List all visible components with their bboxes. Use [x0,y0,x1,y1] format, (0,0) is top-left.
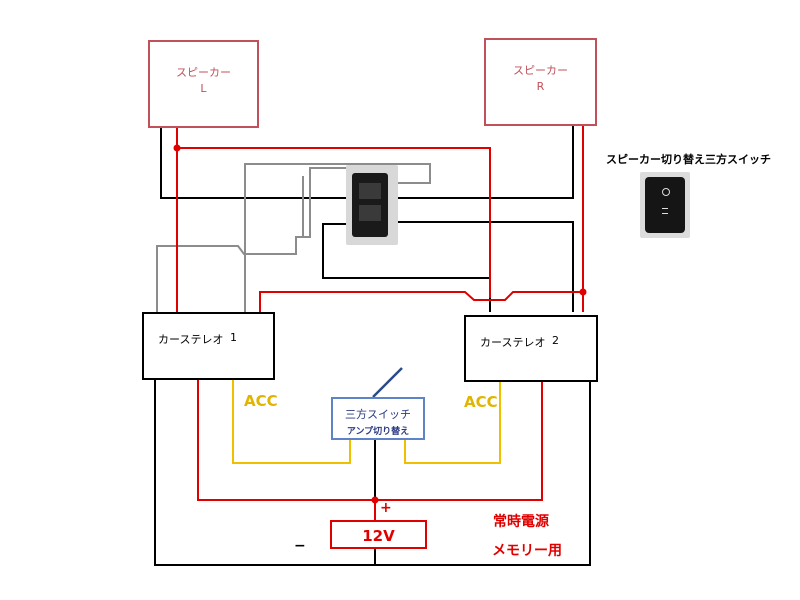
speaker-left-box: スピーカー L [148,40,259,128]
three-way-switch-title: 三方スイッチ [345,408,411,421]
selector-switch-caption: スピーカー切り替え三方スイッチ [606,153,771,166]
speaker-selector-switch-image [346,165,398,245]
car-stereo-1-number: 1 [230,331,237,344]
acc-wires [232,380,501,464]
junction-dot [579,288,587,296]
switch-lever [372,367,403,398]
red-wires [176,125,584,520]
junction-dot [371,496,379,504]
gray-wires [156,163,431,312]
battery-12v: 12V [330,520,427,549]
black-wires [154,125,591,566]
battery-plus: + [380,500,392,516]
battery-label: 12V [362,527,395,545]
acc-label-right: ACC [464,393,498,411]
car-stereo-2: カーステレオ 2 [464,315,598,382]
speaker-left-channel: L [200,82,207,95]
junction-dot [173,144,181,152]
memory-label: メモリー用 [492,543,562,559]
three-way-switch-subtitle: アンプ切り替え [346,427,410,437]
speaker-right-box: スピーカー R [484,38,597,126]
car-stereo-2-label: カーステレオ [480,336,546,349]
three-way-switch: 三方スイッチ アンプ切り替え [331,397,425,440]
speaker-right-label: スピーカー [513,64,568,77]
car-stereo-1: カーステレオ 1 [142,312,275,380]
car-stereo-1-label: カーステレオ [158,333,224,346]
constant-power-label: 常時電源 [493,514,549,530]
speaker-right-channel: R [536,80,545,93]
rocker-switch-image [640,172,690,238]
speaker-left-label: スピーカー [176,66,231,79]
car-stereo-2-number: 2 [552,334,559,347]
battery-minus: − [294,538,306,554]
acc-label-left: ACC [244,392,278,410]
